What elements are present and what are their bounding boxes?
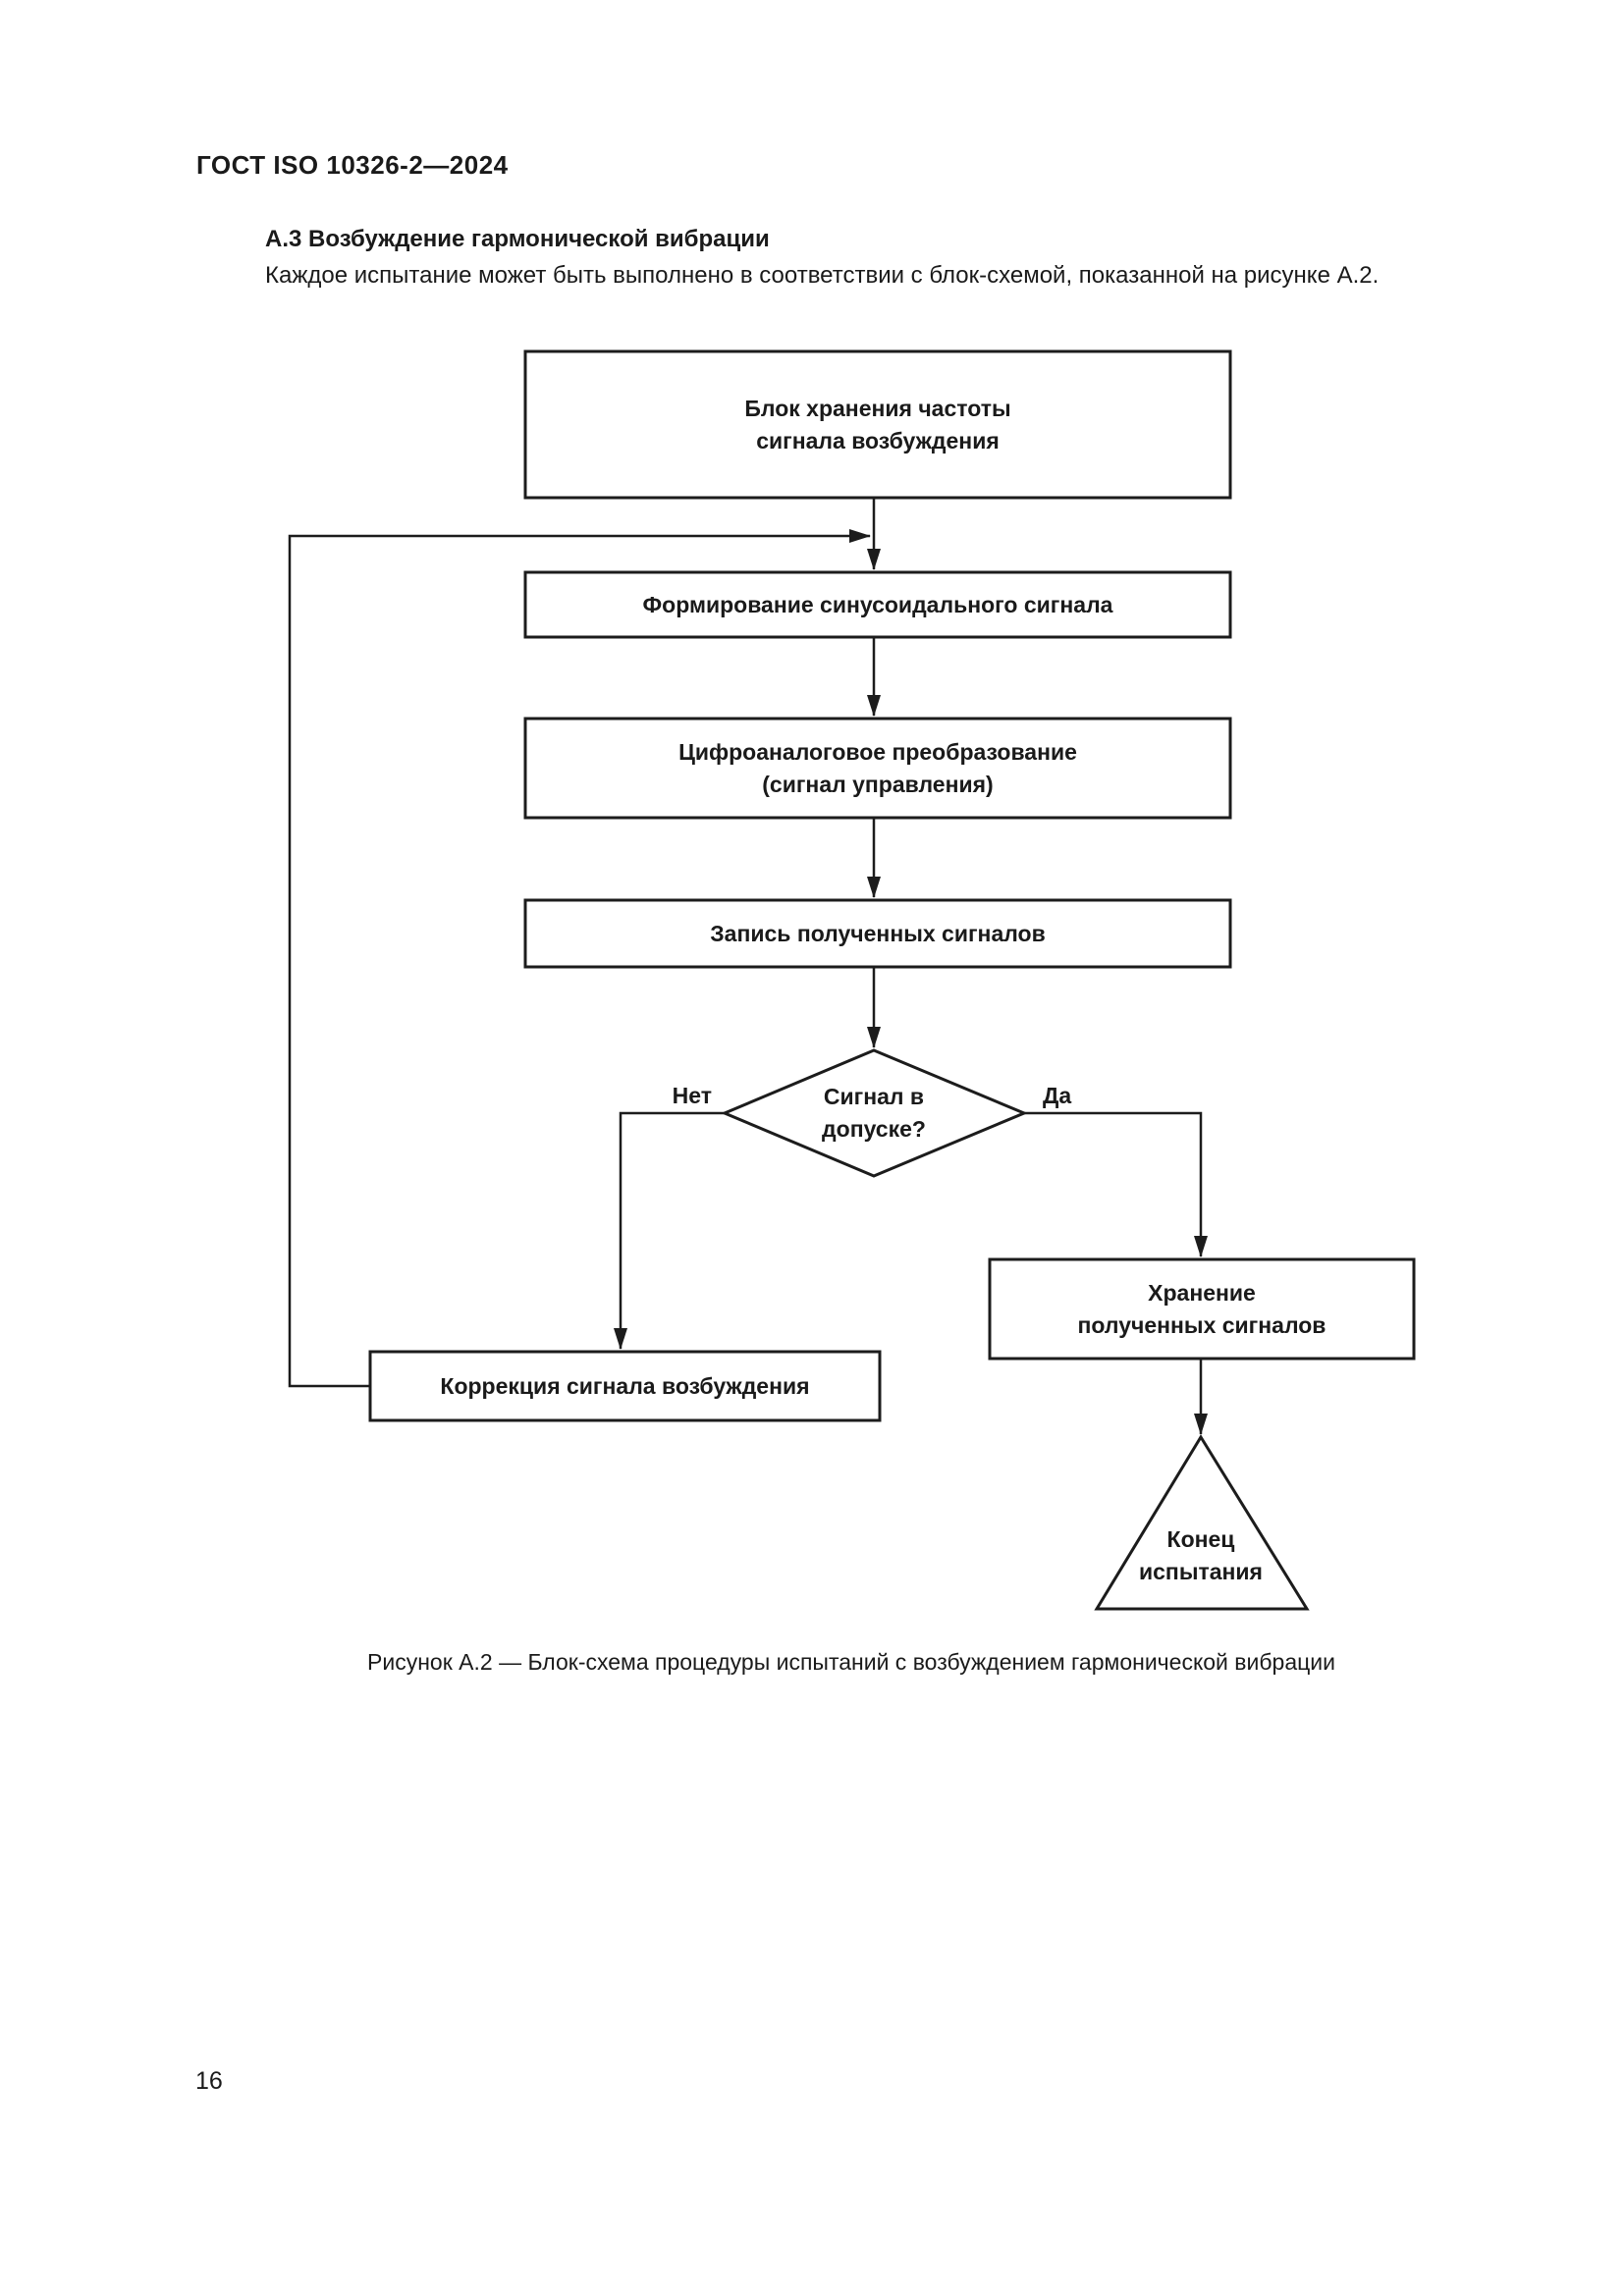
section-heading: А.3 Возбуждение гармонической вибрации <box>265 226 770 252</box>
node-store-signals-box <box>988 1257 1416 1361</box>
connector-decision-yes-to-store <box>1024 1111 1208 1257</box>
connector-decision-no-to-correction <box>614 1111 725 1350</box>
branch-label-no: Нет <box>672 1083 712 1108</box>
node-label-frequency-store: Блок хранения частоты сигнала возбуждени… <box>744 395 1011 454</box>
body-paragraph: Каждое испытание может быть выполнено в … <box>265 262 1380 289</box>
node-label-record-signals: Запись полученных сигналов <box>710 920 1046 946</box>
node-end-test-triangle <box>1094 1434 1310 1611</box>
node-record-signals-box <box>523 898 1232 969</box>
node-label-decision: Сигнал в допуске? <box>822 1084 926 1142</box>
node-sine-generation-box <box>523 570 1232 639</box>
node-decision-diamond <box>721 1048 1028 1178</box>
connector-correction-feedback-loop <box>288 529 871 1388</box>
branch-label-yes: Да <box>1043 1083 1072 1108</box>
page-number: 16 <box>195 2067 223 2095</box>
node-label-end-test: Конец испытания <box>1139 1526 1263 1584</box>
node-dac-conversion-box <box>523 717 1232 820</box>
figure-caption: Рисунок А.2 — Блок-схема процедуры испыт… <box>367 1649 1335 1675</box>
node-correction-box <box>368 1350 882 1422</box>
node-frequency-store-box <box>523 349 1232 500</box>
node-label-sine-generation: Формирование синусоидального сигнала <box>642 591 1113 617</box>
document-header: ГОСТ ISO 10326-2—2024 <box>196 150 509 180</box>
node-label-dac-conversion: Цифроаналоговое преобразование (сигнал у… <box>678 738 1077 797</box>
node-label-store-signals: Хранение полученных сигналов <box>1077 1279 1326 1338</box>
node-label-correction: Коррекция сигнала возбуждения <box>440 1372 810 1399</box>
